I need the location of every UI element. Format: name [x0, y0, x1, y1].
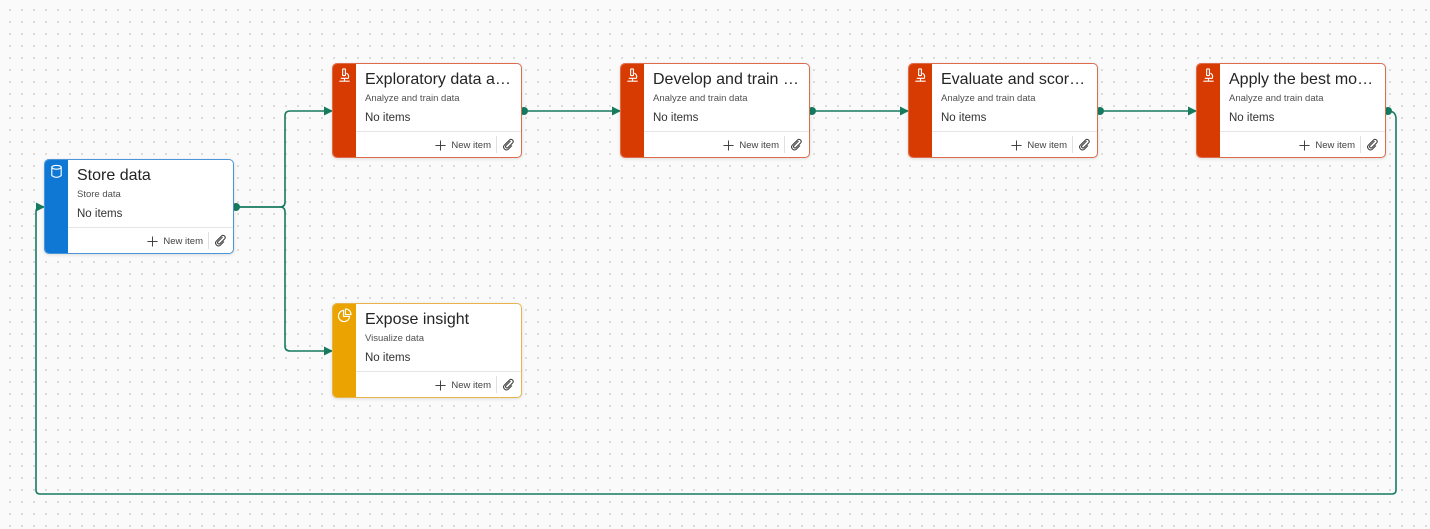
microscope-icon [627, 68, 638, 82]
plus-icon [1011, 139, 1022, 151]
node-title: Store data [77, 167, 151, 184]
plus-icon [1299, 139, 1310, 151]
node-subtitle: Analyze and train data [653, 93, 748, 104]
node-footer: New item [356, 371, 521, 397]
node-title: Exploratory data analysis [365, 71, 513, 88]
new-item-label: New item [163, 235, 203, 247]
divider [1072, 136, 1073, 153]
new-item-label: New item [451, 379, 491, 391]
node-develop-and-train-model[interactable]: Develop and train model Analyze and trai… [620, 63, 810, 158]
divider [1360, 136, 1361, 153]
node-title: Apply the best model [1229, 71, 1377, 88]
plus-icon [435, 379, 446, 391]
node-title: Expose insight [365, 311, 470, 328]
node-footer: New item [644, 131, 809, 157]
node-item-count: No items [653, 112, 699, 124]
node-footer: New item [1220, 131, 1385, 157]
node-footer: New item [68, 227, 233, 253]
node-evaluate-and-score-model[interactable]: Evaluate and score model Analyze and tra… [908, 63, 1098, 158]
node-exploratory-data-analysis[interactable]: Exploratory data analysis Analyze and tr… [332, 63, 522, 158]
new-item-label: New item [739, 139, 779, 151]
connector-store-to-exploratory [236, 106, 333, 208]
node-item-count: No items [365, 112, 411, 124]
paperclip-icon[interactable] [501, 137, 515, 151]
new-item-label: New item [1027, 139, 1067, 151]
connector-store-to-expose [236, 206, 333, 356]
divider [496, 136, 497, 153]
paperclip-icon[interactable] [1365, 137, 1379, 151]
node-store-data[interactable]: Store data Store data No items New item [44, 159, 234, 254]
node-item-count: No items [941, 112, 987, 124]
divider [208, 232, 209, 249]
plus-icon [147, 235, 158, 247]
paperclip-icon[interactable] [501, 377, 515, 391]
new-item-button[interactable]: New item [435, 377, 491, 393]
node-subtitle: Analyze and train data [941, 93, 1036, 104]
node-item-count: No items [365, 352, 411, 364]
node-subtitle: Visualize data [365, 333, 424, 344]
paperclip-icon[interactable] [1077, 137, 1091, 151]
node-subtitle: Analyze and train data [365, 93, 460, 104]
paperclip-icon[interactable] [213, 233, 227, 247]
new-item-button[interactable]: New item [1299, 137, 1355, 153]
database-icon [51, 164, 62, 178]
new-item-button[interactable]: New item [1011, 137, 1067, 153]
node-footer: New item [932, 131, 1097, 157]
plus-icon [435, 139, 446, 151]
new-item-button[interactable]: New item [723, 137, 779, 153]
plus-icon [723, 139, 734, 151]
node-item-count: No items [1229, 112, 1275, 124]
connector-apply-to-store [35, 110, 1397, 495]
node-subtitle: Analyze and train data [1229, 93, 1324, 104]
node-title: Evaluate and score model [941, 71, 1089, 88]
paperclip-icon[interactable] [789, 137, 803, 151]
new-item-label: New item [451, 139, 491, 151]
divider [784, 136, 785, 153]
node-subtitle: Store data [77, 189, 121, 200]
divider [496, 376, 497, 393]
microscope-icon [915, 68, 926, 82]
pie-chart-icon [337, 308, 352, 323]
node-apply-the-best-model[interactable]: Apply the best model Analyze and train d… [1196, 63, 1386, 158]
microscope-icon [339, 68, 350, 82]
new-item-button[interactable]: New item [435, 137, 491, 153]
node-footer: New item [356, 131, 521, 157]
node-title: Develop and train model [653, 71, 801, 88]
microscope-icon [1203, 68, 1214, 82]
new-item-label: New item [1315, 139, 1355, 151]
node-item-count: No items [77, 208, 123, 220]
node-expose-insight[interactable]: Expose insight Visualize data No items N… [332, 303, 522, 398]
new-item-button[interactable]: New item [147, 233, 203, 249]
